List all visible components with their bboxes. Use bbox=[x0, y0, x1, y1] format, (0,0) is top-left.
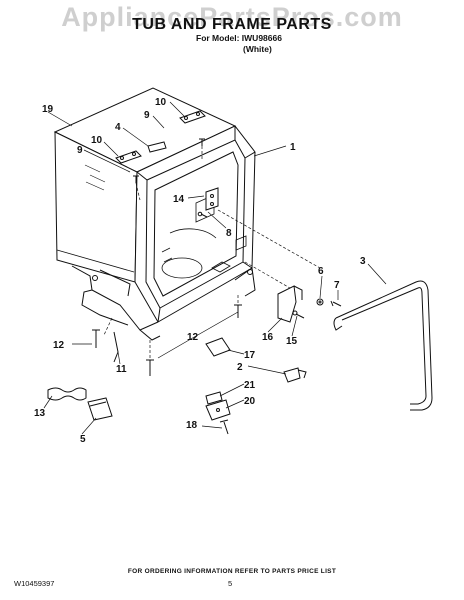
callout-9-upper: 9 bbox=[144, 110, 150, 121]
callout-6: 6 bbox=[318, 266, 324, 277]
callout-19: 19 bbox=[42, 104, 54, 115]
clip bbox=[283, 367, 307, 383]
leveling-leg bbox=[113, 331, 119, 363]
callout-5: 5 bbox=[80, 434, 86, 445]
callout-10-lower: 10 bbox=[91, 135, 103, 146]
nut bbox=[316, 298, 324, 306]
side-bracket bbox=[277, 285, 303, 323]
mounting-bracket-upper bbox=[179, 110, 206, 124]
callout-14: 14 bbox=[173, 194, 185, 205]
ordering-footer: FOR ORDERING INFORMATION REFER TO PARTS … bbox=[127, 568, 337, 575]
callout-17: 17 bbox=[244, 350, 256, 361]
screw-18 bbox=[219, 419, 229, 435]
callout-2: 2 bbox=[237, 362, 243, 373]
callout-1: 1 bbox=[290, 142, 296, 153]
callout-16: 16 bbox=[262, 332, 274, 343]
callout-8: 8 bbox=[226, 228, 232, 239]
callout-12-right: 12 bbox=[187, 332, 199, 343]
leg-screw-right bbox=[234, 304, 242, 318]
mounting-bracket-lower bbox=[115, 150, 142, 164]
projection-lines bbox=[103, 146, 321, 362]
model-line: For Model: IWU98666 bbox=[196, 33, 282, 43]
callout-11: 11 bbox=[116, 364, 127, 375]
callout-12-left: 12 bbox=[53, 340, 65, 351]
cushion-pad bbox=[87, 397, 113, 421]
callout-15: 15 bbox=[286, 336, 298, 347]
side-screw bbox=[292, 310, 305, 319]
bracket-21 bbox=[205, 391, 223, 405]
page-title: TUB AND FRAME PARTS bbox=[132, 16, 332, 33]
callout-3: 3 bbox=[360, 256, 366, 267]
callout-13: 13 bbox=[34, 408, 46, 419]
tub-base bbox=[71, 265, 256, 341]
callout-7: 7 bbox=[334, 280, 340, 291]
screw-upper bbox=[199, 138, 205, 146]
bracket-20 bbox=[205, 399, 231, 421]
hinge-spring bbox=[47, 387, 87, 401]
inner-bracket bbox=[205, 187, 219, 211]
leader-lines bbox=[43, 101, 387, 435]
color-line: (White) bbox=[243, 44, 272, 54]
callout-18: 18 bbox=[186, 420, 198, 431]
leg-screw-center bbox=[146, 359, 154, 376]
grommet bbox=[147, 141, 167, 153]
page-number: 5 bbox=[228, 579, 233, 588]
callout-labels: 19 10 9 4 10 9 1 14 8 3 6 7 16 15 12 12 … bbox=[34, 97, 366, 445]
watermark: AppliancePartsPros.com bbox=[61, 2, 403, 32]
screw-part-7 bbox=[330, 300, 342, 307]
callout-4: 4 bbox=[115, 122, 121, 133]
inner-screw bbox=[197, 211, 208, 218]
leg-screw-left bbox=[92, 329, 100, 348]
callout-21: 21 bbox=[244, 380, 256, 391]
tub-side-panel bbox=[54, 131, 138, 283]
mounting-plate bbox=[205, 337, 231, 357]
callout-20: 20 bbox=[244, 396, 256, 407]
callout-10-upper: 10 bbox=[155, 97, 167, 108]
callout-9-lower: 9 bbox=[77, 145, 83, 156]
screw-lower bbox=[133, 175, 139, 183]
document-number: W10459397 bbox=[14, 579, 55, 588]
tub-gasket bbox=[333, 280, 433, 411]
